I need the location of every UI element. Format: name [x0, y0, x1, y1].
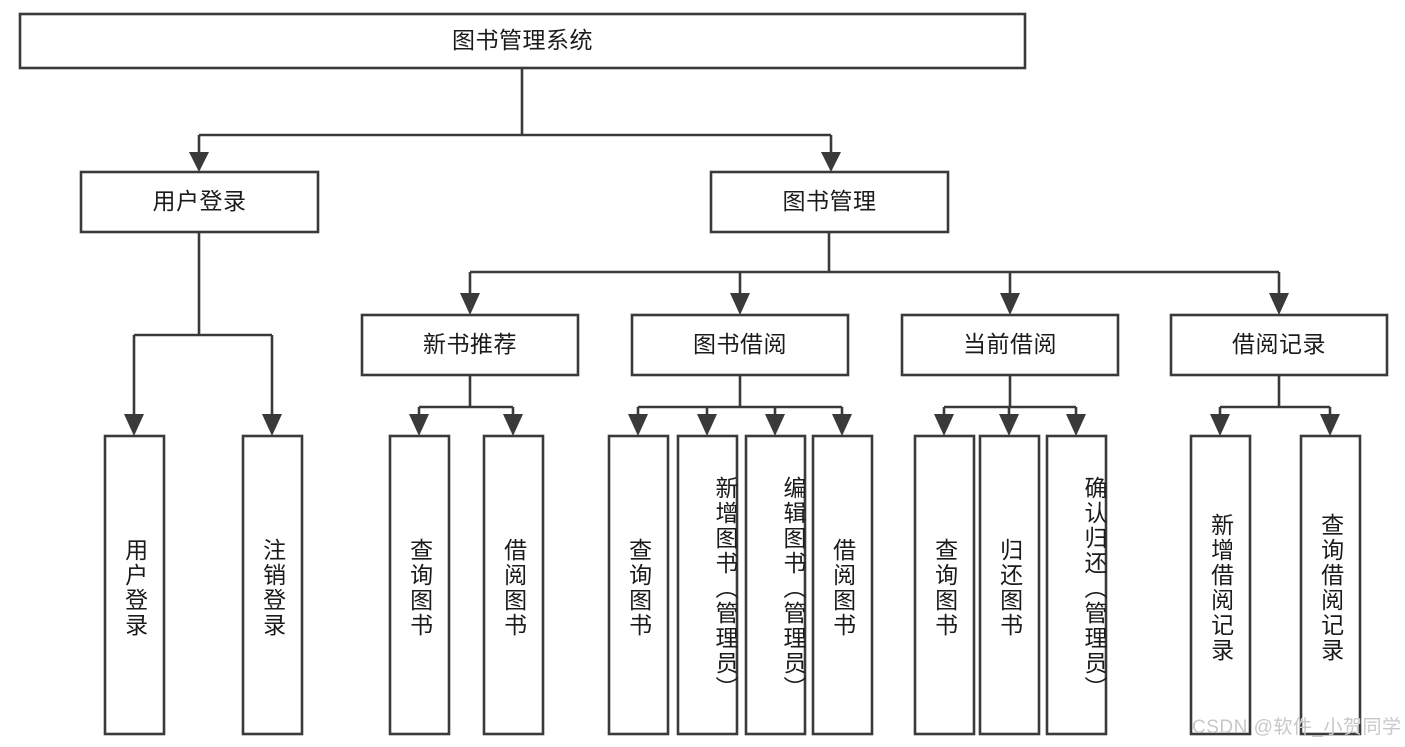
node-box-leaf-return-book[interactable] [978, 434, 1041, 736]
connector-borrowrecord-bus [1218, 375, 1332, 418]
arrow-to-current-borrow [1000, 293, 1020, 315]
node-box-leaf-user-login[interactable] [103, 434, 166, 736]
node-box-leaf-confirm-return[interactable] [1045, 434, 1108, 736]
connector-bookmanage-bus [468, 232, 1281, 296]
arrow-to-leaf-borrow-book-2 [832, 414, 852, 436]
arrow-to-leaf-user-logout [262, 414, 282, 436]
node-box-leaf-add-book[interactable] [676, 434, 739, 736]
arrow-to-leaf-query-book-2 [628, 414, 648, 436]
node-box-leaf-edit-book[interactable] [744, 434, 807, 736]
node-box-leaf-query-book-1[interactable] [388, 434, 451, 736]
node-box-leaf-borrow-book-2[interactable] [811, 434, 874, 736]
connector-userlogin-bus [132, 232, 274, 418]
node-box-user-login[interactable] [79, 170, 320, 234]
node-box-new-book-recommend[interactable] [360, 313, 580, 377]
arrow-to-leaf-query-book-1 [409, 414, 429, 436]
node-box-leaf-query-book-3[interactable] [913, 434, 976, 736]
arrow-to-leaf-borrow-book-1 [503, 414, 523, 436]
arrow-to-leaf-return-book [999, 414, 1019, 436]
arrow-to-leaf-query-record [1320, 414, 1340, 436]
arrow-to-leaf-add-record [1210, 414, 1230, 436]
node-box-current-borrow[interactable] [900, 313, 1120, 377]
arrow-to-user-login [189, 152, 209, 172]
connector-bookborrow-bus [636, 375, 844, 418]
csdn-watermark: CSDN @软件_小贺同学 [1192, 717, 1402, 738]
node-box-leaf-add-record[interactable] [1189, 434, 1252, 736]
node-box-borrow-record[interactable] [1169, 313, 1389, 377]
arrow-to-book-manage [821, 152, 841, 172]
arrow-to-new-book [460, 293, 480, 315]
arrow-to-book-borrow [730, 293, 750, 315]
node-box-leaf-query-record[interactable] [1299, 434, 1362, 736]
node-box-leaf-borrow-book-1[interactable] [482, 434, 545, 736]
node-box-leaf-user-logout[interactable] [241, 434, 304, 736]
node-box-book-borrow[interactable] [630, 313, 850, 377]
node-box-group [18, 12, 1389, 736]
arrow-to-leaf-query-book-3 [934, 414, 954, 436]
arrow-to-leaf-user-login [124, 414, 144, 436]
connector-currentborrow-bus [942, 375, 1078, 418]
arrowhead-group [124, 152, 1340, 436]
connector-newbook-bus [417, 375, 515, 418]
connector-group [132, 68, 1332, 418]
arrow-to-leaf-add-book [697, 414, 717, 436]
arrow-to-borrow-record [1269, 293, 1289, 315]
node-box-root[interactable] [18, 12, 1027, 70]
node-box-leaf-query-book-2[interactable] [607, 434, 670, 736]
connector-root-bus [197, 68, 833, 155]
arrow-to-leaf-confirm-return [1066, 414, 1086, 436]
arrow-to-leaf-edit-book [765, 414, 785, 436]
node-box-book-manage[interactable] [709, 170, 950, 234]
